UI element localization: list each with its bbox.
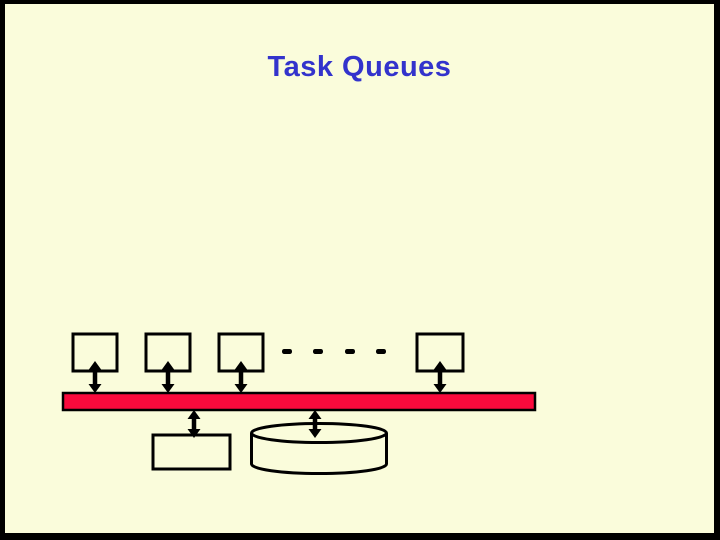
slide: Task Queues — [5, 4, 714, 533]
rectangle-node — [151, 433, 232, 471]
arrowhead-up — [88, 361, 102, 370]
arrowhead-down — [433, 384, 447, 393]
cylinder-top-ellipse — [250, 422, 388, 444]
diagram-canvas — [61, 332, 537, 475]
cylinder-body — [250, 433, 388, 475]
ellipsis-dash — [282, 349, 292, 354]
arrowhead-down — [88, 384, 102, 393]
bus-bar — [61, 391, 537, 412]
arrowhead-up — [433, 361, 447, 370]
arrowhead-down — [234, 384, 248, 393]
ellipsis-dash — [313, 349, 323, 354]
arrowhead-up — [234, 361, 248, 370]
arrowhead-down — [187, 429, 201, 438]
ellipsis-dash — [376, 349, 386, 354]
arrowhead-down — [308, 429, 322, 438]
task-box — [71, 332, 119, 373]
arrowhead-up — [161, 361, 175, 370]
arrowhead-down — [161, 384, 175, 393]
arrowhead-up — [308, 410, 322, 419]
arrowhead-up — [187, 410, 201, 419]
ellipsis-dash — [345, 349, 355, 354]
slide-title: Task Queues — [267, 51, 452, 83]
